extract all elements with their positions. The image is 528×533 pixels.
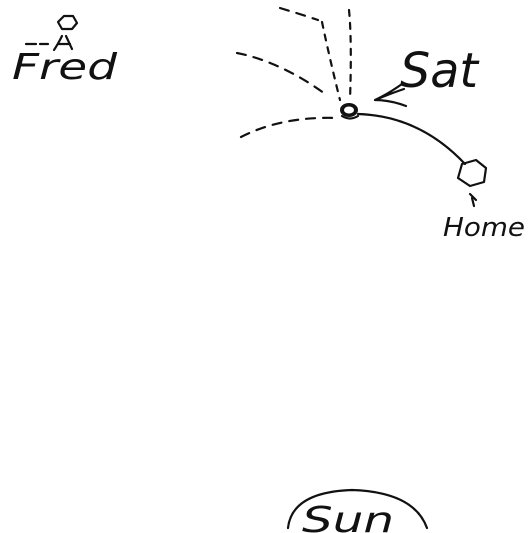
satellite-icon bbox=[340, 103, 360, 120]
fred-group: Fred bbox=[12, 14, 118, 88]
fred-label: Fred bbox=[12, 47, 118, 88]
home-group: Home bbox=[443, 158, 525, 243]
stick-figure-icon bbox=[24, 14, 79, 52]
home-label: Home bbox=[443, 213, 525, 243]
sat-label: Sat bbox=[400, 43, 480, 99]
satellite-signals bbox=[235, 6, 352, 139]
home-node-icon bbox=[456, 158, 488, 188]
sun-label: Sun bbox=[302, 500, 394, 533]
sun-group: Sun bbox=[286, 488, 429, 533]
link-line bbox=[356, 112, 467, 166]
sat-label-group: Sat bbox=[373, 43, 480, 108]
sun-dome-icon bbox=[286, 488, 429, 530]
arrow-icon bbox=[373, 82, 408, 108]
